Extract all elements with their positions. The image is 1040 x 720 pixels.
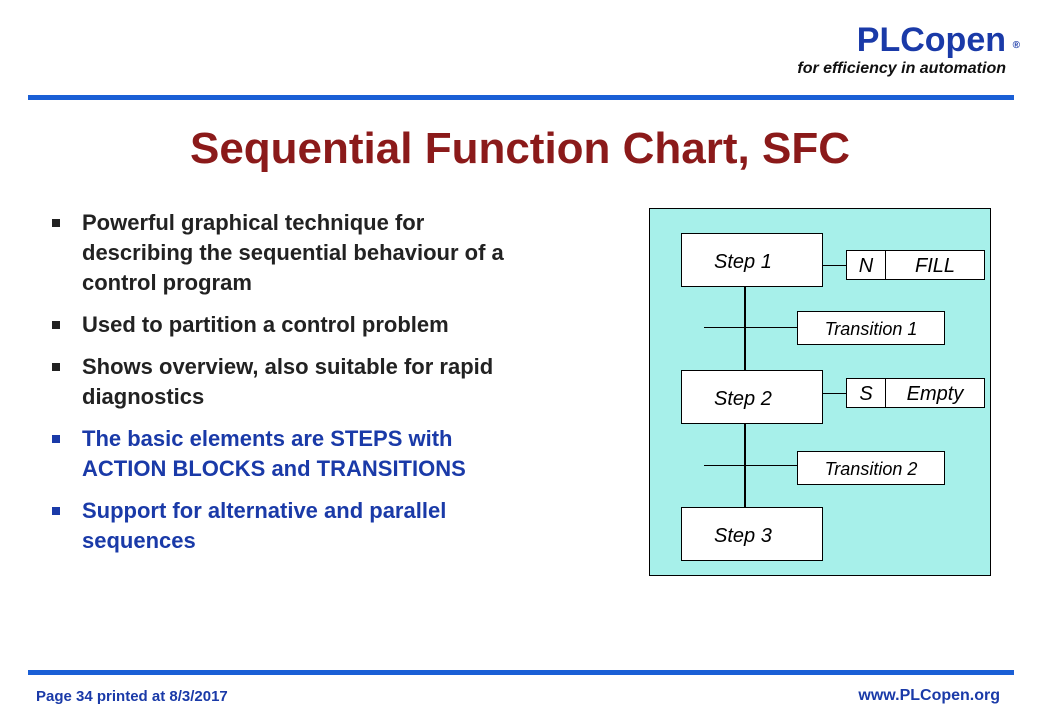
action-qualifier: S bbox=[846, 378, 886, 408]
bullet-list: Powerful graphical technique for describ… bbox=[46, 208, 536, 568]
brand-block: PLCopen ® for efficiency in automation bbox=[797, 20, 1020, 78]
bullet-square-icon bbox=[52, 219, 60, 227]
bullet-text: The basic elements are STEPS with ACTION… bbox=[82, 426, 466, 481]
flow-line bbox=[744, 286, 746, 370]
bullet-text: Support for alternative and parallel seq… bbox=[82, 498, 447, 553]
bullet-text: Shows overview, also suitable for rapid … bbox=[82, 354, 494, 409]
bullet-item: Powerful graphical technique for describ… bbox=[46, 208, 536, 298]
website-link[interactable]: www.PLCopen.org bbox=[858, 687, 1000, 704]
bullet-square-icon bbox=[52, 507, 60, 515]
action-qualifier: N bbox=[846, 250, 886, 280]
bullet-text: Used to partition a control problem bbox=[82, 312, 449, 337]
action-connector bbox=[822, 265, 846, 266]
header-rule bbox=[28, 95, 1014, 100]
bullet-item: The basic elements are STEPS with ACTION… bbox=[46, 424, 536, 484]
brand-name: PLCopen bbox=[856, 21, 1006, 59]
page-info: Page 34 printed at 8/3/2017 bbox=[36, 688, 228, 705]
sfc-step: Step 2 bbox=[681, 370, 823, 424]
bullet-square-icon bbox=[52, 321, 60, 329]
bullet-item: Used to partition a control problem bbox=[46, 310, 536, 340]
sfc-step: Step 3 bbox=[681, 507, 823, 561]
bullet-square-icon bbox=[52, 435, 60, 443]
brand-logo: PLCopen ® bbox=[797, 20, 1020, 60]
bullet-text: Powerful graphical technique for describ… bbox=[82, 210, 504, 295]
sfc-step: Step 1 bbox=[681, 233, 823, 287]
action-name: FILL bbox=[885, 250, 985, 280]
flow-line bbox=[744, 424, 746, 508]
brand-tagline: for efficiency in automation bbox=[797, 60, 1006, 77]
sfc-transition: Transition 2 bbox=[797, 451, 945, 485]
sfc-transition: Transition 1 bbox=[797, 311, 945, 345]
sfc-diagram: Step 1 Step 2 Step 3 Transition 1 Transi… bbox=[649, 208, 991, 576]
slide-title: Sequential Function Chart, SFC bbox=[189, 124, 851, 173]
transition-bar bbox=[704, 327, 797, 328]
bullet-item: Support for alternative and parallel seq… bbox=[46, 496, 536, 556]
bullet-square-icon bbox=[52, 363, 60, 371]
action-name: Empty bbox=[885, 378, 985, 408]
footer-rule bbox=[28, 670, 1014, 675]
action-connector bbox=[822, 393, 846, 394]
transition-bar bbox=[704, 465, 797, 466]
registered-mark: ® bbox=[1012, 40, 1020, 51]
bullet-item: Shows overview, also suitable for rapid … bbox=[46, 352, 536, 412]
